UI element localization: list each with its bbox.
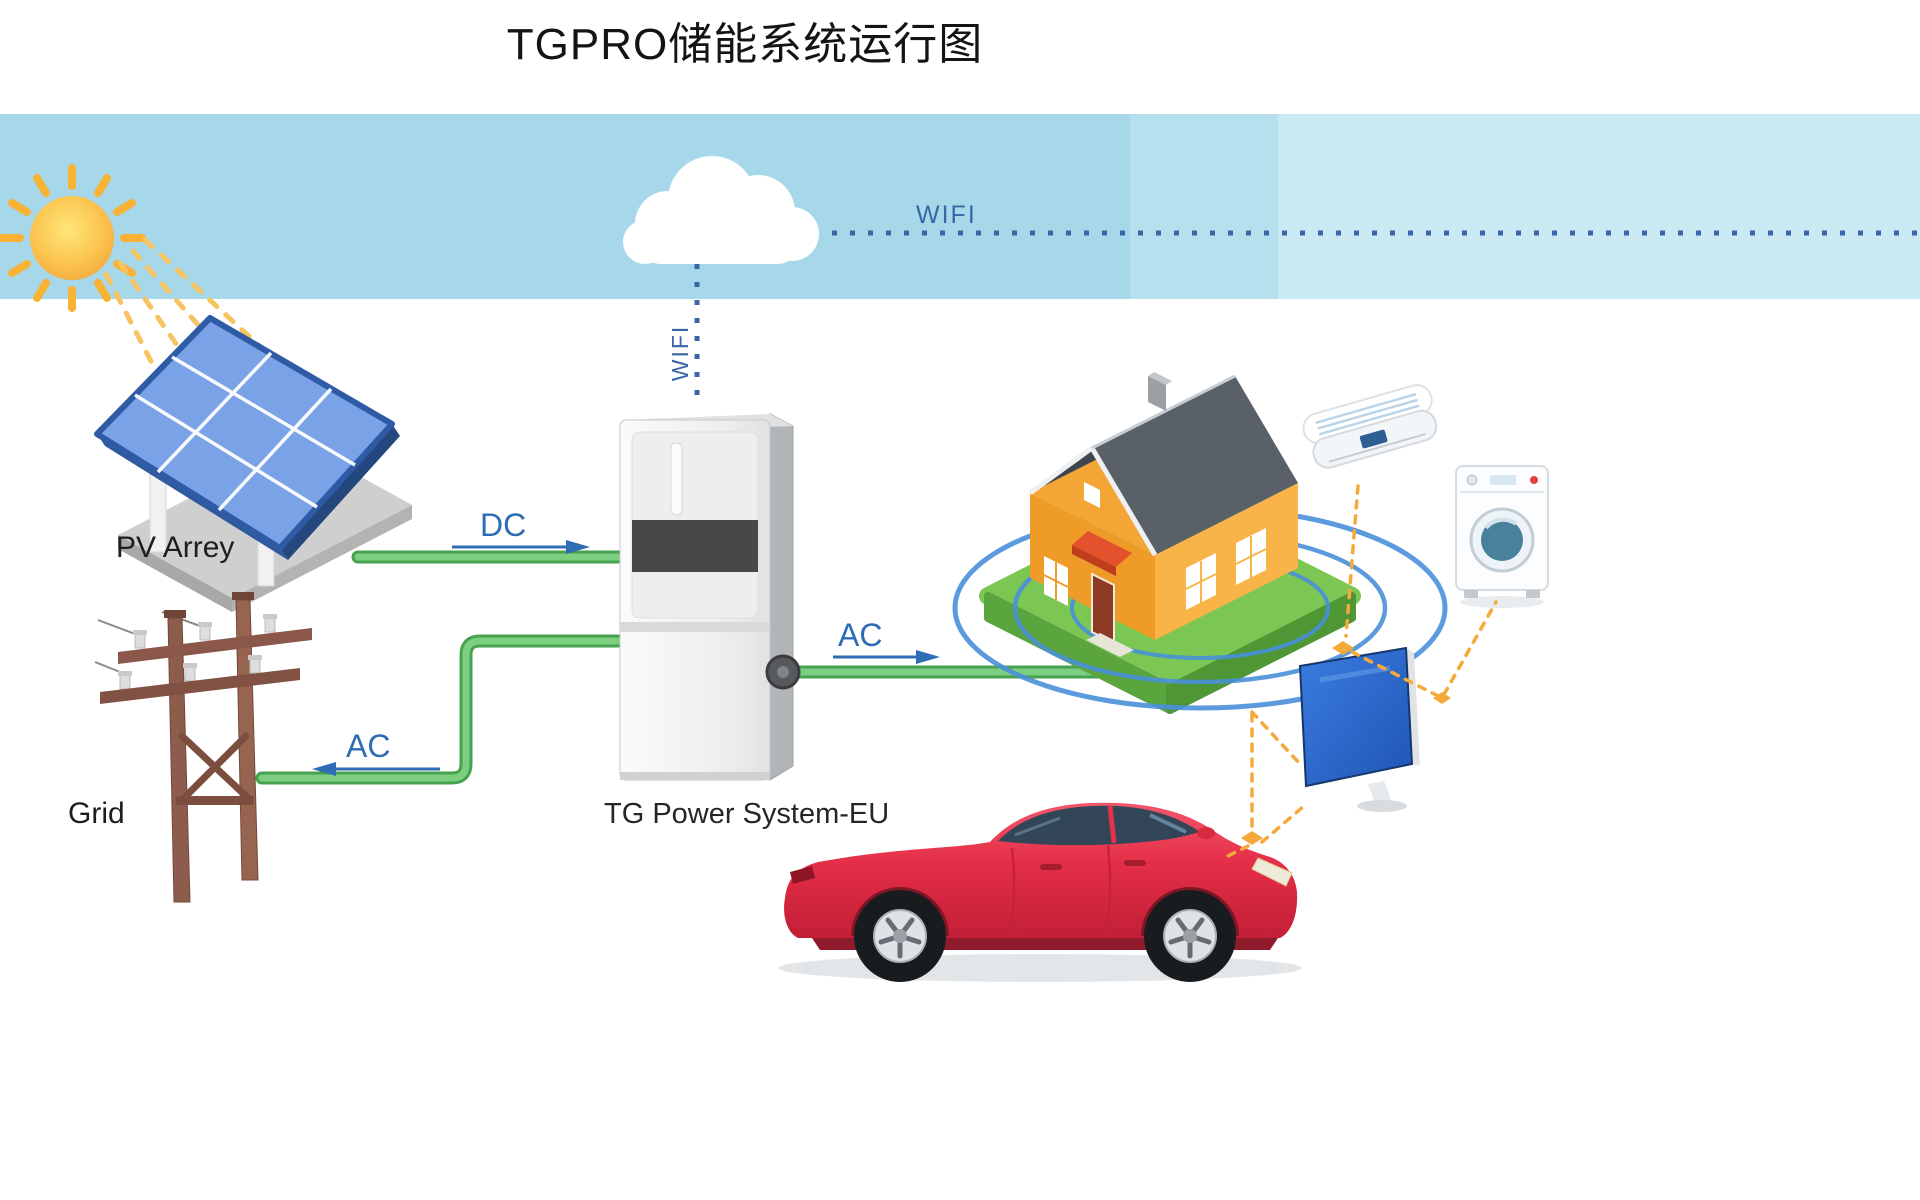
ac-grid-arrow-icon (312, 762, 440, 776)
inverter-slot (670, 442, 683, 516)
house-chimney (1148, 376, 1166, 411)
air-conditioner-icon (1302, 384, 1438, 469)
house-illustration (952, 372, 1448, 714)
tv-icon (1298, 646, 1420, 812)
grid-label: Grid (68, 797, 125, 830)
house-awning (1072, 531, 1132, 567)
house-wall-left (1030, 493, 1155, 640)
sky-band (0, 114, 1920, 299)
network-node-icons (1241, 641, 1451, 845)
home-network-dashed-lines (1222, 484, 1498, 860)
dc-label: DC (480, 507, 526, 543)
solar-panel-illustration (94, 315, 412, 612)
house-windows (1043, 528, 1267, 610)
car-illustration (778, 802, 1302, 982)
ac-house-arrow-icon (833, 650, 940, 664)
house-door (1091, 572, 1115, 645)
dc-arrow-icon (452, 540, 590, 554)
ac-grid-label: AC (346, 728, 390, 764)
house-roof-right (1092, 376, 1298, 555)
ac-house-label: AC (838, 617, 882, 653)
cloud-icon (623, 156, 819, 264)
inverter-illustration (619, 413, 801, 781)
ac-grid-line (258, 637, 622, 782)
car-headlight (1251, 857, 1293, 887)
washing-machine-icon (1455, 465, 1549, 608)
inverter-label: TG Power System-EU (604, 798, 889, 830)
pv-array-label: PV Arrey (116, 531, 234, 564)
car-glass (998, 805, 1200, 846)
page-title: TGPRO储能系统运行图 (506, 20, 984, 69)
car-wheel-rear (854, 890, 946, 982)
ac-grid-line-casing (255, 634, 625, 785)
wifi-horizontal-label: WIFI (916, 201, 977, 229)
wifi-vertical-label: WIFI (667, 325, 693, 382)
car-taillight (790, 866, 815, 884)
inverter-dark-band (632, 520, 758, 572)
power-lines (255, 550, 1137, 785)
car-wheel-front (1144, 890, 1236, 982)
power-pole-illustration (94, 592, 312, 903)
